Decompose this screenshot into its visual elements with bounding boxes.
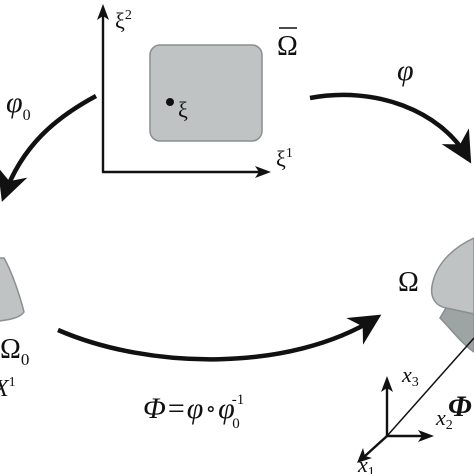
x2-axis-arrowhead [418, 430, 434, 442]
x1-axis-arrowhead [357, 448, 372, 463]
phi-mapping: φ [309, 54, 472, 164]
parametric-point-label: ξ [178, 97, 188, 122]
phi0-label: φ0 [6, 86, 31, 124]
phi-arrow [309, 92, 472, 164]
xi1-axis-label: ξ1 [276, 146, 293, 171]
phi0-arrow [0, 94, 98, 202]
composite-arrow [57, 314, 382, 362]
current-body-side [439, 307, 474, 353]
reference-configuration: Ω0 X1 [0, 257, 29, 402]
phi0-mapping: φ0 [0, 86, 98, 202]
x1-axis-line [364, 435, 388, 457]
x2-axis-label: x2 [435, 405, 453, 433]
position-vector-line [386, 337, 474, 437]
parametric-point [166, 98, 174, 106]
x1-reference-axis-label: X1 [0, 375, 16, 402]
current-body-top [430, 237, 474, 315]
x1-axis-label: x1 [357, 452, 375, 474]
xi1-axis-arrowhead [255, 166, 271, 178]
phi-label: φ [397, 54, 414, 87]
x3-axis-arrowhead [381, 376, 393, 392]
parametric-domain: ξ2 ξ1 ξ Ω [97, 4, 298, 178]
omega0-label: Ω0 [0, 334, 29, 369]
xi2-axis-arrowhead [97, 4, 109, 20]
parametric-square [149, 44, 263, 142]
reference-body [0, 257, 25, 322]
x3-axis-label: x3 [401, 362, 419, 390]
phi-edge-label: Φ [448, 390, 472, 423]
xi2-axis-label: ξ2 [115, 8, 132, 33]
current-configuration: Ω x3 x2 x1 Φ [357, 237, 474, 474]
omega-current-label: Ω [398, 267, 419, 298]
omega-bar-label: Ω [277, 31, 298, 62]
